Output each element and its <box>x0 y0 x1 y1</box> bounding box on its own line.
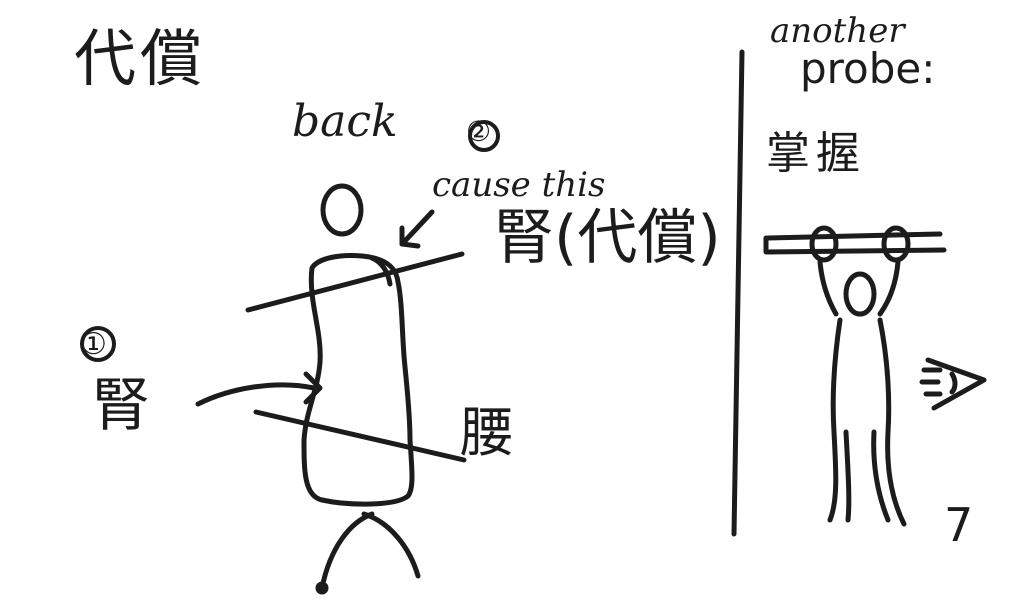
upper-crossline <box>245 251 465 313</box>
eye-lashes <box>919 367 943 397</box>
arrow-cause-head <box>399 225 421 249</box>
arms-up-body <box>827 317 907 527</box>
back-label: back <box>292 96 398 147</box>
eye-pupil <box>949 371 958 395</box>
hand-left <box>809 225 839 263</box>
torso-head <box>320 183 364 237</box>
arrow-step-one-shaft <box>195 382 317 407</box>
step-two-circle <box>468 120 500 152</box>
torso-foot <box>315 581 329 595</box>
overhead-bar <box>763 231 947 255</box>
step-one-circle <box>80 326 116 362</box>
another-label: another <box>770 11 905 51</box>
torso-leg-left <box>319 511 375 591</box>
arms-up-head <box>843 271 877 317</box>
torso-shoulder <box>369 255 393 287</box>
lower-crossline <box>253 409 467 463</box>
step-two-label: 腎(代償) <box>494 203 721 273</box>
probe-label: probe: <box>800 44 936 93</box>
hand-right <box>881 225 911 263</box>
eye-shape <box>925 357 987 411</box>
arrow-cause-shaft <box>401 209 435 245</box>
page-number: 7 <box>944 498 974 552</box>
divider-line <box>731 49 745 537</box>
page-title: 代償 <box>74 22 207 95</box>
probe-title: 掌握 <box>766 128 866 179</box>
step-two-marker: ② <box>466 115 492 148</box>
arrow-step-one-head <box>303 371 323 405</box>
step-one-label: 腎 <box>92 371 151 439</box>
arm-right <box>877 259 901 317</box>
arm-left <box>817 259 839 317</box>
step-one-marker: ① <box>80 327 107 362</box>
cause-this-label: cause this <box>432 165 606 205</box>
torso-leg-right <box>361 511 421 579</box>
waist-label: 腰 <box>460 401 514 464</box>
